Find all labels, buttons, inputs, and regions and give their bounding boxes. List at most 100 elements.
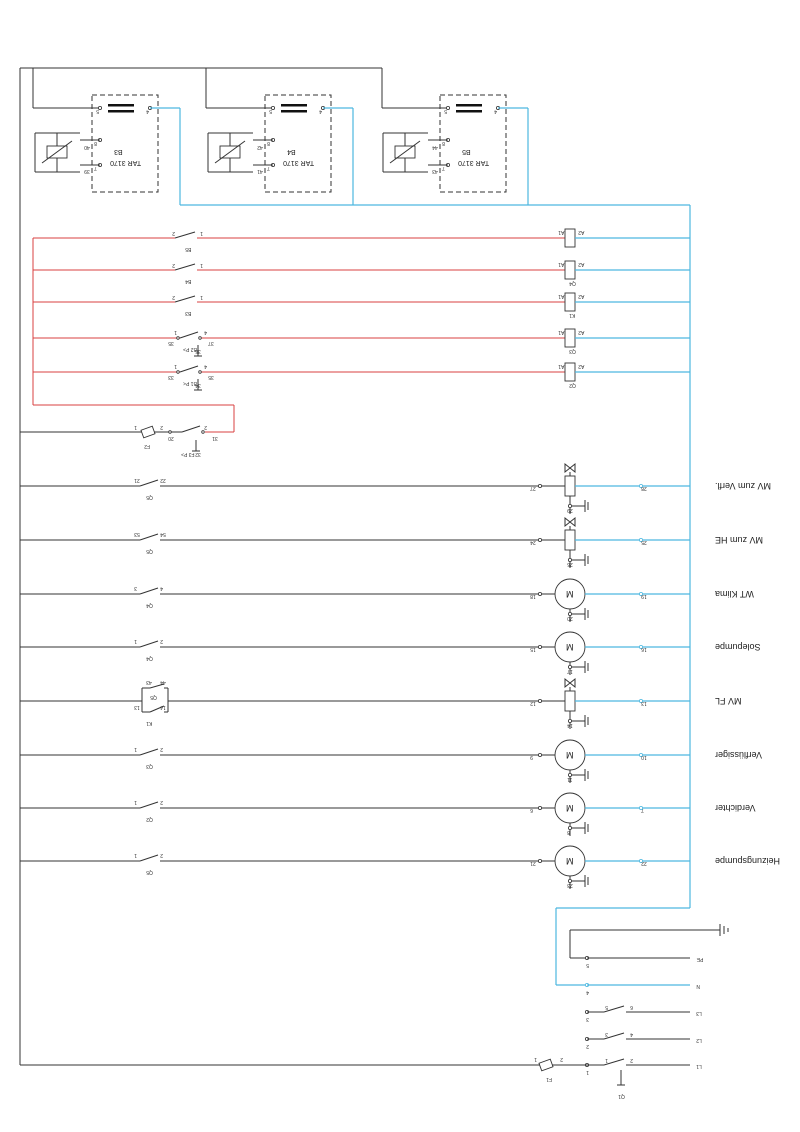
f3-terminal-32: 32 <box>195 451 201 457</box>
row4-coil-label: Q3 <box>569 348 576 354</box>
row1-a1: A1 <box>558 229 564 235</box>
row5-n1: 33 <box>168 374 174 380</box>
load-3-contact-label: Q4 <box>146 602 153 608</box>
f3-terminal-2: 2 <box>204 424 207 430</box>
load-4-contact-label: Q4 <box>146 655 153 661</box>
load-2-contact-label: Q5 <box>146 548 153 554</box>
valve-coil-icon <box>564 690 576 712</box>
row4-n3: 37 <box>208 340 214 346</box>
load-4-label: Solepumpe <box>715 642 761 652</box>
b5-type: TAR 3170 <box>458 159 489 166</box>
load-6-contact-1: 1 <box>134 746 137 752</box>
k1-extra-terminal-2: 44 <box>160 679 166 685</box>
load-1-terminal-in: 27 <box>530 485 536 491</box>
valve-icon <box>564 462 576 474</box>
load-7-contact-2: 2 <box>160 799 163 805</box>
terminal-l3: 3 <box>586 1016 589 1022</box>
f1-terminal-1: 1 <box>534 1056 537 1062</box>
load-7-terminal-in: 6 <box>530 807 533 813</box>
b4-terminal-left: 8 <box>267 140 270 146</box>
b5-terminal-bot: 7 <box>442 165 445 171</box>
row2-a1: A1 <box>558 261 564 267</box>
load-3-contact-2: 4 <box>160 585 163 591</box>
fuse-f2-label: F2 <box>144 443 150 449</box>
load-2-terminal-gnd: 26 <box>567 561 573 567</box>
row3-a1: A1 <box>558 293 564 299</box>
b5-terminal-top: 5 <box>444 108 447 114</box>
f2-terminal-1: 1 <box>134 424 137 430</box>
terminal-pe: 5 <box>586 962 589 968</box>
motor-letter: M <box>566 642 574 652</box>
switch-f3-label: F3 P> <box>181 451 195 457</box>
load-5-contact-1: 13 <box>134 704 140 710</box>
row5-contact-2: 4 <box>204 363 207 369</box>
load-2-label: MV zum HE <box>715 535 763 545</box>
row2-coil-label: Q4 <box>569 280 576 286</box>
load-6-label: Verflüssiger <box>715 750 762 760</box>
q1-terminal-3: 3 <box>605 1031 608 1037</box>
row4-n2: 36 <box>195 348 201 354</box>
load-7-terminal-out: 7 <box>641 807 644 813</box>
sensor-b4: 5 4 8 7 42 41 B4 TAR 3170 <box>206 94 354 205</box>
terminal-l2: 2 <box>586 1043 589 1049</box>
supply-n-label: N <box>696 983 700 989</box>
b5-terminal-top2: 4 <box>494 108 497 114</box>
supply-section: PE N L3 L2 L1 5 4 3 2 1 5 6 3 4 1 2 Q1 1… <box>20 924 729 1099</box>
load-5-terminal-in: 12 <box>530 700 536 706</box>
row2-a2: A2 <box>578 261 584 267</box>
load-7-label: Verdichter <box>715 803 756 813</box>
terminal-l1: 1 <box>586 1069 589 1075</box>
main-switch-q1-label: Q1 <box>618 1093 625 1099</box>
protection-f2-f3: 1 2 20 2 31 32 F2 F3 P> <box>20 424 218 457</box>
load-8-label: Heizungspumpe <box>715 856 780 866</box>
main-bus <box>19 67 383 1065</box>
b3-terminal-left: 8 <box>94 140 97 146</box>
q1-terminal-5: 5 <box>605 1004 608 1010</box>
b3-terminal-bot: 7 <box>94 165 97 171</box>
row4-n1: 35 <box>168 340 174 346</box>
row5-coil-label: Q2 <box>569 382 576 388</box>
load-1-label: MV zum Verfl. <box>715 481 771 491</box>
control-circuit <box>32 238 235 433</box>
load-7-contact-label: Q2 <box>146 816 153 822</box>
row4-a2: A2 <box>578 329 584 335</box>
row1-a2: A2 <box>578 229 584 235</box>
load-5-label: MV FL <box>715 696 742 706</box>
q1-terminal-2: 2 <box>630 1057 633 1063</box>
row2-contact-1: 2 <box>172 262 175 268</box>
valve-icon <box>564 516 576 528</box>
load-7-terminal-gnd: 8 <box>567 829 570 835</box>
valve-coil-icon <box>564 475 576 497</box>
load-3-terminal-in: 18 <box>530 593 536 599</box>
load-4-terminal-gnd: 17 <box>567 668 573 674</box>
supply-l2-label: L2 <box>696 1037 702 1043</box>
load-6-contact-2: 2 <box>160 746 163 752</box>
control-row-4: 1 4 B2 P> 35 36 37 A1 A2 Q3 <box>33 328 690 357</box>
fuse-f1-label: F1 <box>546 1076 552 1082</box>
b4-name: B4 <box>287 148 296 155</box>
q1-terminal-4: 4 <box>630 1031 633 1037</box>
control-row-1: 2 1 B5 A1 A2 <box>33 228 690 252</box>
load-1-contact-label: Q5 <box>146 494 153 500</box>
b3-terminal-top: 5 <box>96 108 99 114</box>
load-2-contact-2: 54 <box>160 531 166 537</box>
row5-n3: 35 <box>208 374 214 380</box>
load-8-terminal-out: 22 <box>641 860 647 866</box>
control-row-2: 2 1 B4 A1 A2 Q4 <box>33 260 690 286</box>
row1-switch-label: B5 <box>185 246 191 252</box>
control-row-5: 1 4 B1 P< 33 34 35 A1 A2 Q2 <box>33 362 690 391</box>
row1-contact-2: 1 <box>200 230 203 236</box>
load-6-terminal-out: 10 <box>641 754 647 760</box>
load-6-terminal-gnd: 11 <box>567 776 572 782</box>
b5-terminal-left: 8 <box>442 140 445 146</box>
load-5-terminal-gnd: 14 <box>567 722 573 728</box>
b4-terminal-bot: 7 <box>267 165 270 171</box>
row3-switch-label: B3 <box>185 310 191 316</box>
load-7-contact-1: 1 <box>134 799 137 805</box>
row1-contact-1: 2 <box>172 230 175 236</box>
